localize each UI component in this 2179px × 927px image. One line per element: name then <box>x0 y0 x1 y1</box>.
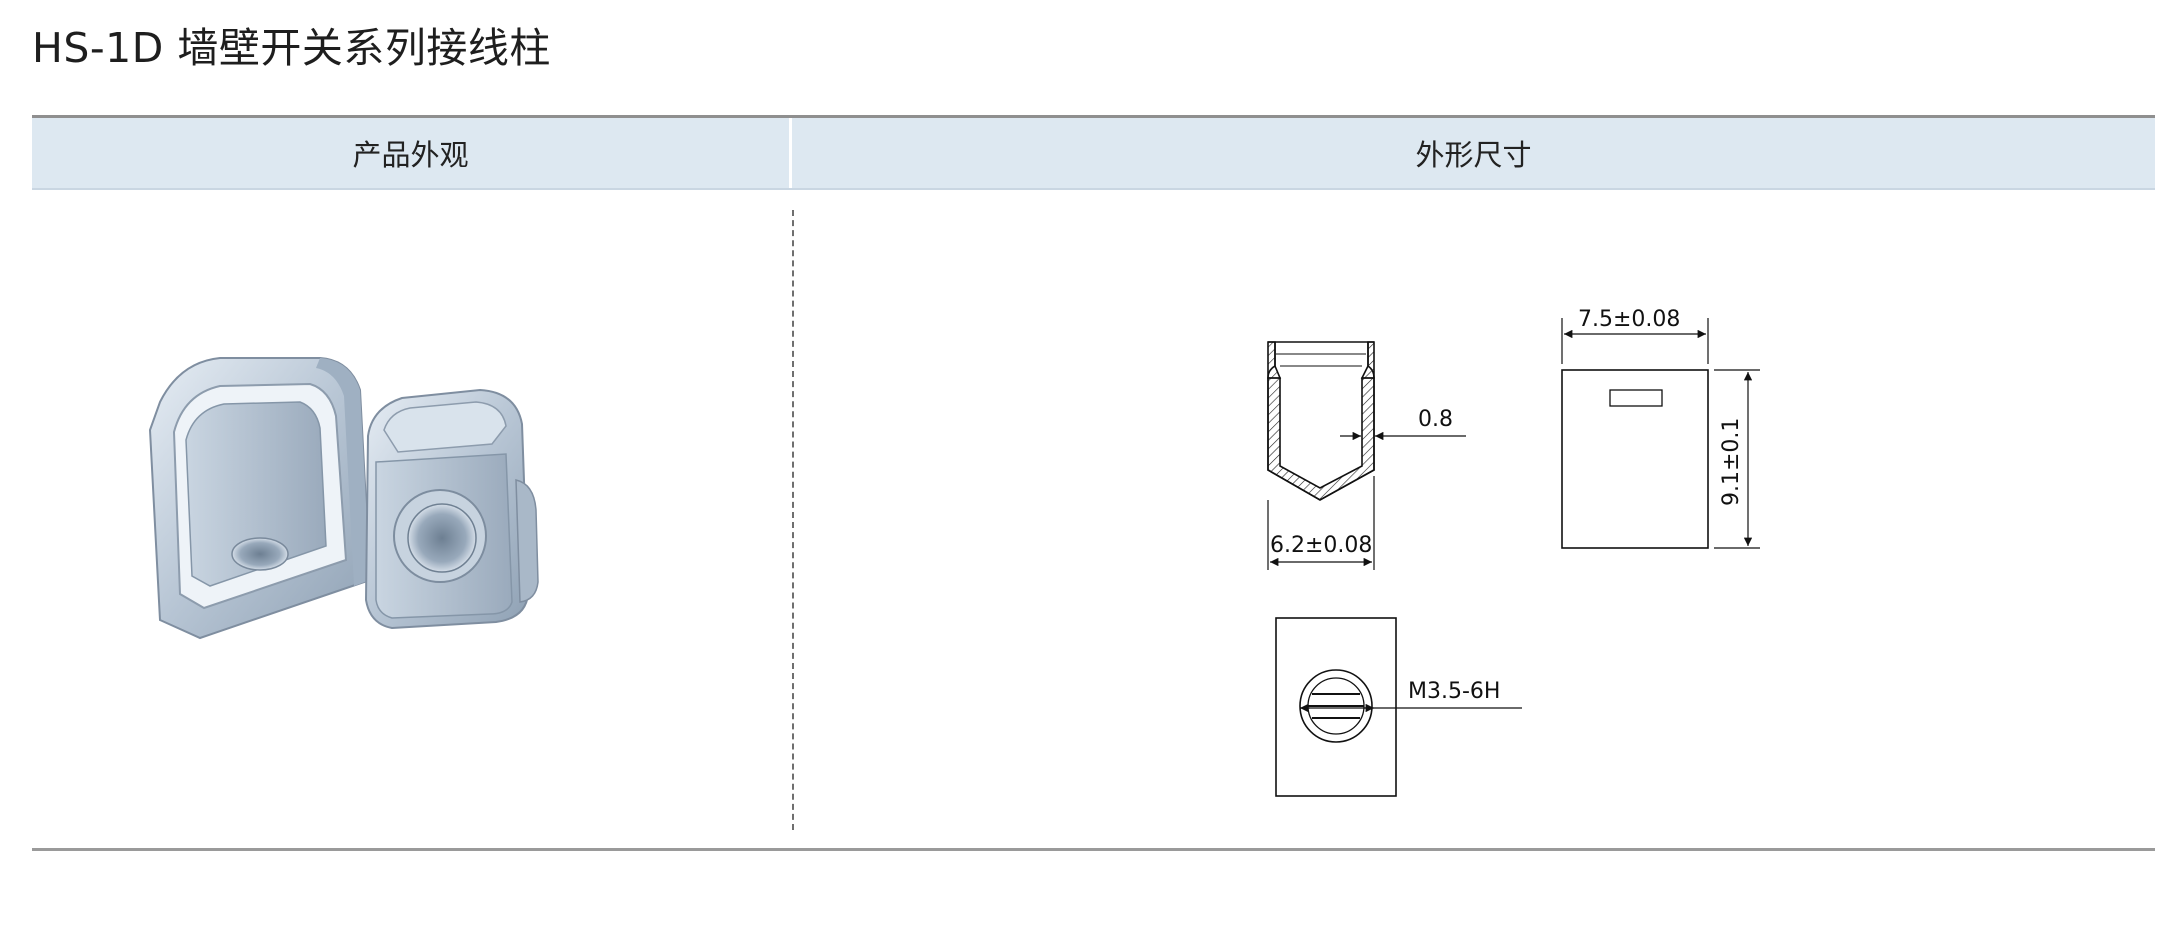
section-view <box>1267 341 1375 501</box>
top-width-dimension <box>1561 318 1709 364</box>
front-view <box>1275 617 1397 797</box>
bottom-width-dimension <box>1267 476 1375 570</box>
header-product-appearance: 产品外观 <box>32 118 789 188</box>
table-top-rule <box>32 115 2155 118</box>
dim-height-label: 9.1±0.1 <box>1719 418 1744 506</box>
table-header-bottom-rule <box>32 188 2155 190</box>
dim-thread-label: M3.5-6H <box>1408 679 1500 704</box>
table-bottom-rule <box>32 848 2155 851</box>
terminal-piece-right <box>364 388 539 630</box>
product-photo <box>148 357 539 640</box>
page-title: HS-1D 墙壁开关系列接线柱 <box>32 24 551 72</box>
dimension-drawing: 0.8 6.2±0.08 7.5±0.08 9.1±0.1 M3.5-6H <box>1267 307 1760 797</box>
side-view <box>1561 369 1709 549</box>
header-dimensions: 外形尺寸 <box>792 118 2155 188</box>
column-divider <box>792 210 794 830</box>
height-dimension <box>1714 369 1760 549</box>
header-separator <box>789 118 792 188</box>
dim-width-top-label: 7.5±0.08 <box>1578 307 1680 332</box>
dim-wall-label: 0.8 <box>1418 407 1453 432</box>
table-header-row: 产品外观 外形尺寸 <box>32 118 2155 188</box>
dim-width-bottom-label: 6.2±0.08 <box>1270 533 1372 558</box>
terminal-piece-left <box>148 357 372 640</box>
